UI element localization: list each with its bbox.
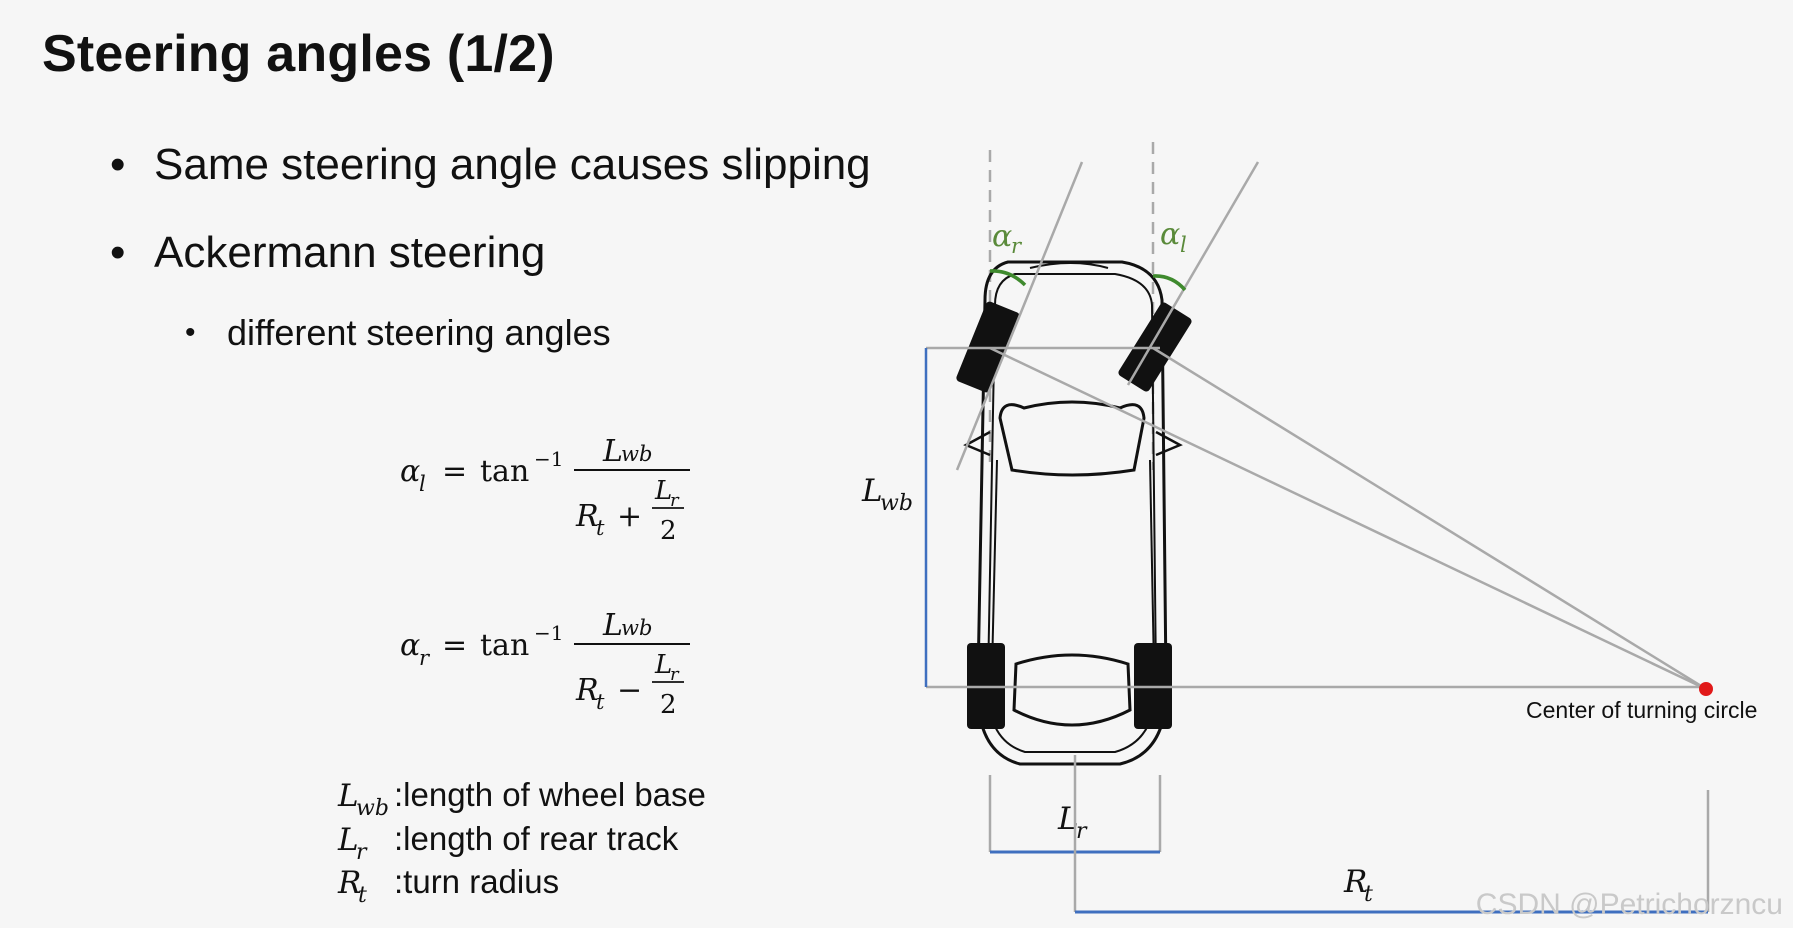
legend-sub: wb — [356, 796, 389, 821]
bullet-text: Ackermann steering — [154, 228, 546, 277]
car-hood-line — [1029, 262, 1109, 269]
wheelbase-label-symbol: L — [861, 473, 883, 509]
alpha-l-arc — [1152, 274, 1187, 292]
center-label: Center of turning circle — [1526, 697, 1757, 723]
formula-num-symbol: L — [602, 434, 623, 469]
car-rear-window — [1012, 653, 1132, 727]
car-windshield — [998, 400, 1146, 477]
formula-fn: tan — [480, 454, 529, 489]
formula-fn: tan — [480, 628, 529, 663]
legend-sub: t — [358, 883, 367, 908]
formula-inner-num-symbol: L — [654, 650, 672, 680]
formula-equals: = — [442, 628, 467, 663]
alpha-r-label-sub: r — [1011, 234, 1023, 258]
car-inner-shell — [986, 273, 1158, 753]
legend-symbol: R — [337, 865, 361, 901]
formula-inner-den: 2 — [660, 516, 677, 546]
formula-lhs-sub: r — [419, 646, 431, 670]
bullet-glyph: • — [110, 140, 126, 189]
legend-text: :length of rear track — [394, 820, 679, 857]
formula-den-op: − — [617, 673, 642, 708]
formula-inner-num-symbol: L — [654, 476, 672, 506]
formula-inner-num-sub: r — [670, 490, 680, 511]
formula-num-symbol: L — [602, 608, 623, 643]
legend-text: :turn radius — [394, 863, 559, 900]
formula-num-sub: wb — [621, 616, 652, 640]
legend-symbol: L — [337, 778, 359, 814]
bullet-ackermann-steering: • Ackermann steering — [110, 228, 546, 278]
sub-bullet-different-angles: • different steering angles — [185, 312, 611, 354]
watermark: CSDN @Petrichorzncu — [1475, 888, 1783, 921]
formula-den-op: + — [617, 499, 642, 534]
bullet-glyph: • — [110, 228, 126, 277]
formula-den-symbol: R — [575, 499, 599, 534]
turn-radius-label-symbol: R — [1343, 864, 1367, 900]
slide-title: Steering angles (1/2) — [42, 25, 555, 83]
bullet-same-steering-angle: • Same steering angle causes slipping — [110, 140, 871, 190]
car-roof-right — [1149, 459, 1155, 671]
formula-num-sub: wb — [621, 442, 652, 466]
turn-radius-label-sub: t — [1364, 882, 1373, 907]
formula-alpha-r: α r = tan −1 L wb R t − L r 2 — [400, 608, 690, 720]
formula-inner-num-sub: r — [670, 664, 680, 685]
left-wheel-to-center-line — [1152, 346, 1707, 691]
formula-lhs-symbol: α — [400, 628, 420, 663]
legend-item-wheelbase: L wb :length of wheel base — [337, 776, 706, 821]
formula-fn-sup: −1 — [534, 621, 563, 645]
right-wheel-heading-line — [955, 161, 1084, 471]
car-mirror-right — [963, 430, 991, 457]
legend-symbol: L — [337, 822, 359, 858]
formula-inner-den: 2 — [660, 690, 677, 720]
center-point — [1699, 682, 1713, 696]
formula-den-sub: t — [596, 516, 605, 540]
formula-lhs-symbol: α — [400, 454, 420, 489]
legend-sub: r — [356, 840, 368, 865]
wheelbase-label-sub: wb — [880, 491, 913, 516]
formula-fn-sup: −1 — [534, 447, 563, 471]
alpha-l-label-sub: l — [1180, 233, 1187, 257]
legend-item-turn-radius: R t :turn radius — [337, 863, 559, 908]
right-wheel-to-center-line — [989, 346, 1707, 691]
formula-equals: = — [442, 454, 467, 489]
bullet-glyph: • — [185, 316, 196, 349]
alpha-r-label-symbol: α — [992, 219, 1012, 254]
car-roof-left — [991, 459, 998, 671]
formula-den-symbol: R — [575, 673, 599, 708]
car-mirror-left — [1155, 430, 1183, 457]
legend-text: :length of wheel base — [394, 776, 706, 813]
formula-den-sub: t — [596, 690, 605, 714]
bullet-text: Same steering angle causes slipping — [154, 140, 871, 189]
car-diagram: α r α l L wb L r R t Center of turning c… — [861, 142, 1757, 914]
alpha-r-arc — [989, 269, 1027, 287]
legend: L wb :length of wheel base L r :length o… — [337, 776, 706, 908]
legend-item-rear-track: L r :length of rear track — [337, 820, 679, 865]
rear-track-label-symbol: L — [1057, 801, 1079, 837]
alpha-l-label-symbol: α — [1160, 217, 1180, 252]
formula-lhs-sub: l — [419, 472, 426, 496]
sub-bullet-text: different steering angles — [227, 312, 611, 353]
formula-alpha-l: α l = tan −1 L wb R t + L r 2 — [400, 434, 690, 546]
rear-track-label-sub: r — [1076, 819, 1088, 844]
